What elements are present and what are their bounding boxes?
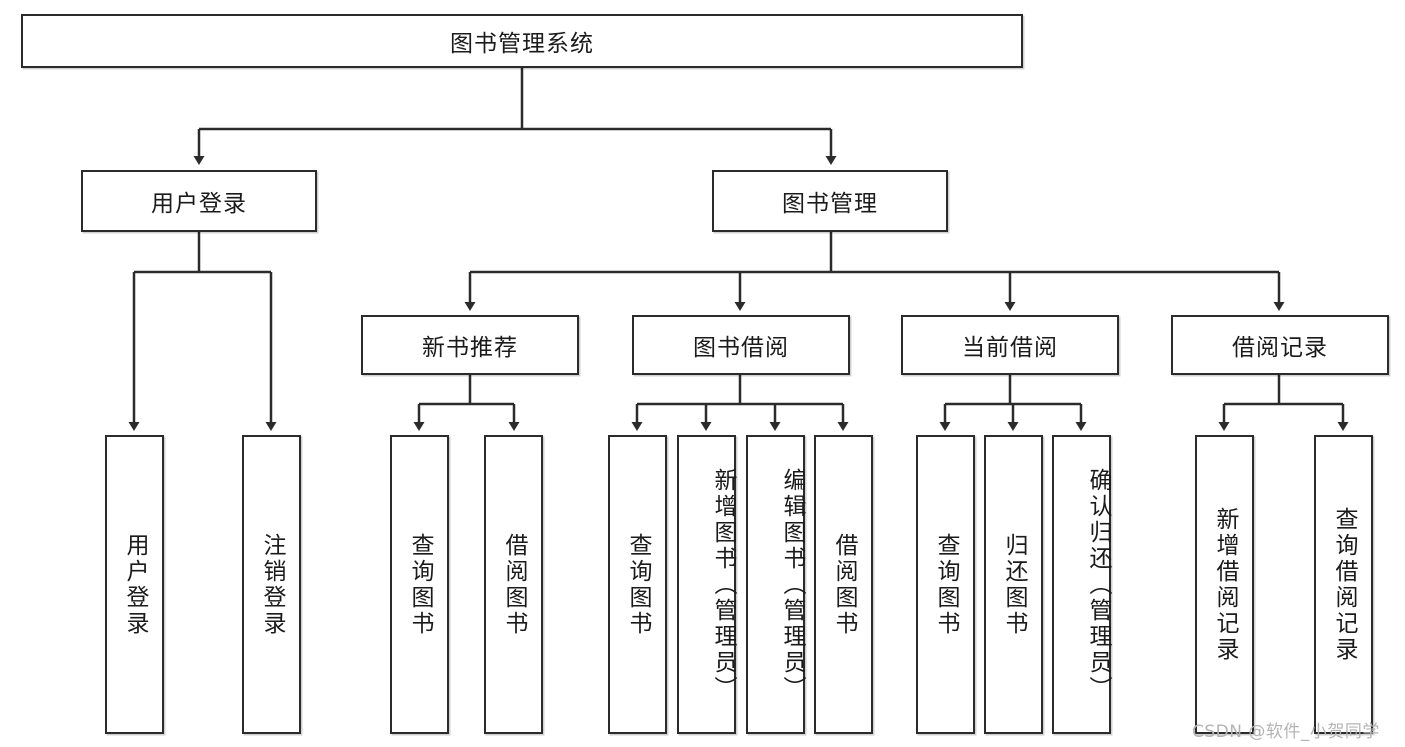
node-user-login[interactable]: 用户登录 <box>81 170 317 232</box>
node-root[interactable]: 图书管理系统 <box>21 14 1023 68</box>
node-leaf-query-book-1[interactable]: 查询图书 <box>390 435 449 734</box>
node-leaf-user-login-label: 用户登录 <box>122 532 148 637</box>
node-book-borrow-label: 图书借阅 <box>693 335 789 361</box>
node-current-borrow[interactable]: 当前借阅 <box>901 315 1119 375</box>
node-leaf-borrow-book-1[interactable]: 借阅图书 <box>484 435 543 734</box>
node-leaf-query-book-2-label: 查询图书 <box>625 532 651 637</box>
node-leaf-borrow-book-1-label: 借阅图书 <box>501 532 527 637</box>
node-leaf-borrow-book-2[interactable]: 借阅图书 <box>814 435 873 734</box>
node-leaf-edit-book-label: 编辑图书（管理员） <box>779 467 805 702</box>
node-leaf-logout-label: 注销登录 <box>259 532 285 637</box>
node-user-login-label: 用户登录 <box>151 191 247 217</box>
node-leaf-query-record[interactable]: 查询借阅记录 <box>1314 435 1373 734</box>
node-book-manage-label: 图书管理 <box>782 191 878 217</box>
node-new-book-recommend-label: 新书推荐 <box>422 335 518 361</box>
node-leaf-query-book-2[interactable]: 查询图书 <box>608 435 667 734</box>
node-leaf-query-book-3[interactable]: 查询图书 <box>916 435 975 734</box>
node-leaf-query-book-3-label: 查询图书 <box>933 532 959 637</box>
node-leaf-return-book[interactable]: 归还图书 <box>984 435 1043 734</box>
node-leaf-return-book-label: 归还图书 <box>1001 532 1027 637</box>
node-leaf-add-record[interactable]: 新增借阅记录 <box>1195 435 1254 734</box>
node-leaf-logout[interactable]: 注销登录 <box>242 435 301 734</box>
node-leaf-user-login[interactable]: 用户登录 <box>105 435 164 734</box>
node-leaf-add-book-label: 新增图书（管理员） <box>710 467 736 702</box>
node-leaf-query-record-label: 查询借阅记录 <box>1331 506 1357 663</box>
csdn-watermark: CSDN @软件_小贺同学 <box>1192 722 1380 742</box>
node-new-book-recommend[interactable]: 新书推荐 <box>361 315 579 375</box>
node-leaf-query-book-1-label: 查询图书 <box>407 532 433 637</box>
node-leaf-confirm-return-label: 确认归还（管理员） <box>1085 467 1111 702</box>
node-root-label: 图书管理系统 <box>450 31 594 57</box>
node-leaf-edit-book[interactable]: 编辑图书（管理员） <box>746 435 805 734</box>
node-leaf-confirm-return[interactable]: 确认归还（管理员） <box>1052 435 1111 734</box>
node-book-manage[interactable]: 图书管理 <box>712 170 948 232</box>
node-book-borrow[interactable]: 图书借阅 <box>632 315 850 375</box>
node-leaf-add-book[interactable]: 新增图书（管理员） <box>677 435 736 734</box>
node-borrow-record[interactable]: 借阅记录 <box>1171 315 1389 375</box>
node-leaf-borrow-book-2-label: 借阅图书 <box>831 532 857 637</box>
node-borrow-record-label: 借阅记录 <box>1232 335 1328 361</box>
node-leaf-add-record-label: 新增借阅记录 <box>1212 506 1238 663</box>
node-current-borrow-label: 当前借阅 <box>962 335 1058 361</box>
